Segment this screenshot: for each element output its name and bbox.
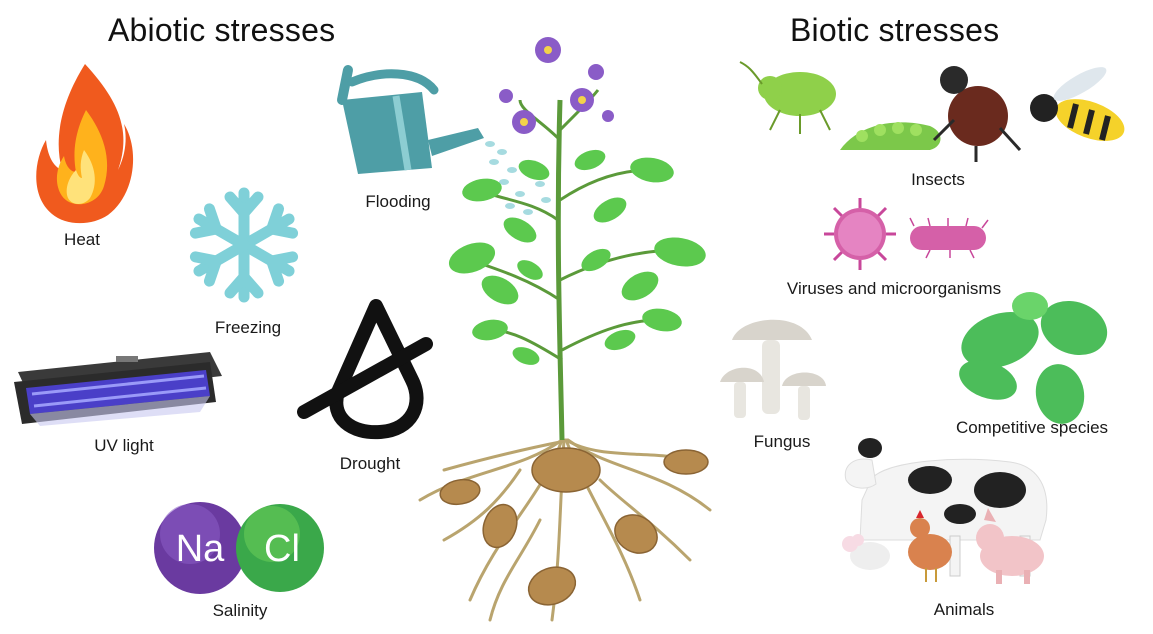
mushroom-icon — [720, 320, 826, 420]
tubers — [438, 448, 708, 611]
insects-label: Insects — [911, 170, 965, 190]
abiotic-heading: Abiotic stresses — [108, 12, 335, 49]
weed-plant-icon — [954, 292, 1115, 428]
leaves — [445, 146, 708, 368]
no-water-drop-icon — [304, 306, 426, 432]
uv-light-label: UV light — [94, 436, 154, 456]
heat-label: Heat — [64, 230, 100, 250]
salinity-label: Salinity — [213, 601, 268, 621]
aphid-icon — [740, 62, 836, 134]
viruses-label: Viruses and microorganisms — [787, 279, 1001, 299]
virus-icon — [824, 198, 896, 270]
bacterium-icon — [910, 218, 988, 258]
uv-lamp-icon — [14, 352, 222, 426]
flowers — [499, 37, 614, 134]
biotic-heading: Biotic stresses — [790, 12, 999, 49]
competitive-species-label: Competitive species — [956, 418, 1108, 438]
flooding-label: Flooding — [365, 192, 430, 212]
animals-label: Animals — [934, 600, 994, 620]
beetle-icon — [934, 66, 1020, 162]
plant-illustration — [420, 37, 710, 620]
wasp-icon — [1030, 61, 1130, 149]
fungus-label: Fungus — [754, 432, 811, 452]
sodium-symbol: Na — [176, 528, 225, 571]
snowflake-icon — [192, 193, 296, 297]
chloride-symbol: Cl — [264, 528, 300, 571]
caterpillar-icon — [840, 122, 941, 150]
freezing-label: Freezing — [215, 318, 281, 338]
flame-icon — [36, 64, 133, 223]
drought-label: Drought — [340, 454, 400, 474]
